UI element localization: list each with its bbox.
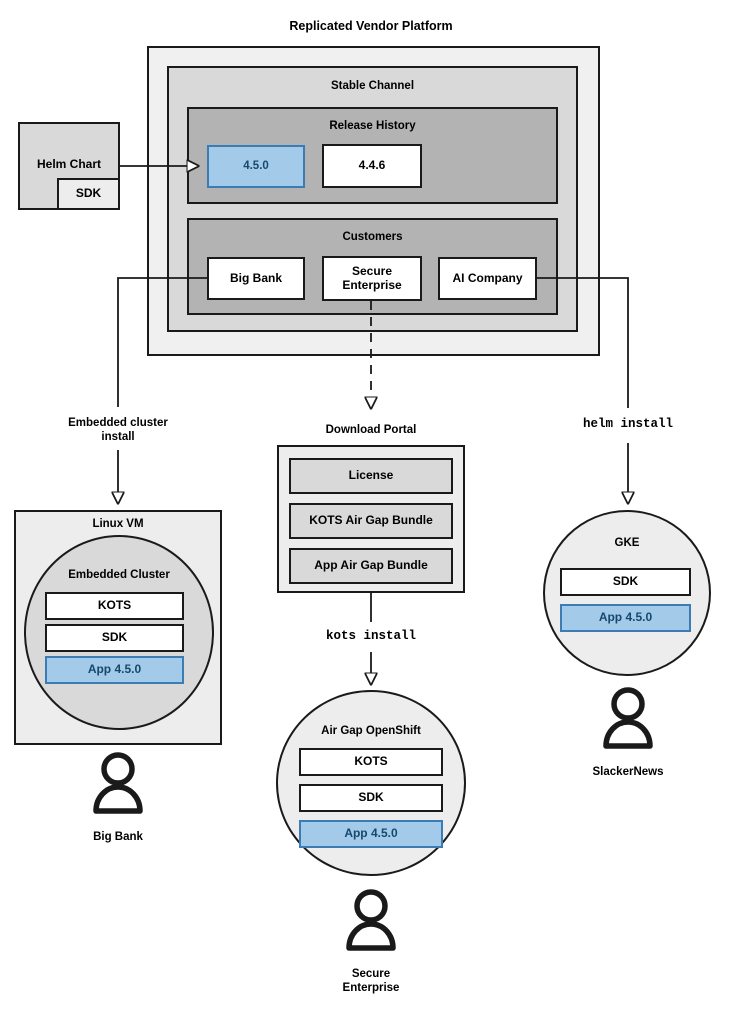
linux-vm-component-app[interactable]: App 4.5.0: [45, 656, 184, 684]
linux-vm-component-sdk[interactable]: SDK: [45, 624, 184, 652]
release-history-title: Release History: [329, 120, 416, 132]
airgap-openshift-circle: [276, 690, 466, 876]
release-version-4.5.0[interactable]: 4.5.0: [207, 145, 305, 188]
embedded-cluster-install-label: Embedded cluster install: [68, 417, 168, 444]
helm-install-label: helm install: [582, 417, 673, 431]
page-title: Replicated Vendor Platform: [289, 19, 453, 33]
airgap-openshift-component-sdk[interactable]: SDK: [299, 784, 443, 812]
airgap-openshift-component-app[interactable]: App 4.5.0: [299, 820, 443, 848]
helm-chart-sdk-box[interactable]: SDK: [57, 178, 120, 210]
airgap-openshift-title: Air Gap OpenShift: [321, 725, 421, 737]
download-portal-artifact-license[interactable]: License: [289, 458, 453, 494]
gke-component-app[interactable]: App 4.5.0: [560, 604, 691, 632]
linux-vm-title: Linux VM: [92, 518, 144, 530]
release-version-4.4.6[interactable]: 4.4.6: [322, 144, 422, 188]
actor-icon-slackernews: [603, 687, 653, 749]
actor-label-secure-enterprise: Secure Enterprise: [342, 968, 400, 995]
customer-ai-company[interactable]: AI Company: [438, 257, 537, 300]
actor-icon-secure-enterprise: [346, 889, 396, 951]
customers-title: Customers: [342, 231, 403, 243]
download-portal-artifact-app-air-gap-bundle[interactable]: App Air Gap Bundle: [289, 548, 453, 584]
download-portal-title: Download Portal: [325, 424, 417, 436]
actor-label-slackernews: SlackerNews: [592, 766, 664, 778]
stable-channel-title: Stable Channel: [330, 80, 415, 92]
airgap-openshift-component-kots[interactable]: KOTS: [299, 748, 443, 776]
kots-install-label: kots install: [325, 629, 416, 643]
actor-icon-big-bank: [93, 752, 143, 814]
customer-secure-enterprise[interactable]: Secure Enterprise: [322, 256, 422, 301]
linux-vm-component-kots[interactable]: KOTS: [45, 592, 184, 620]
download-portal-artifact-kots-air-gap-bundle[interactable]: KOTS Air Gap Bundle: [289, 503, 453, 539]
gke-component-sdk[interactable]: SDK: [560, 568, 691, 596]
actor-label-big-bank: Big Bank: [93, 831, 143, 843]
embedded-cluster-title: Embedded Cluster: [68, 569, 170, 581]
gke-title: GKE: [614, 537, 640, 549]
customer-big-bank[interactable]: Big Bank: [207, 257, 305, 300]
